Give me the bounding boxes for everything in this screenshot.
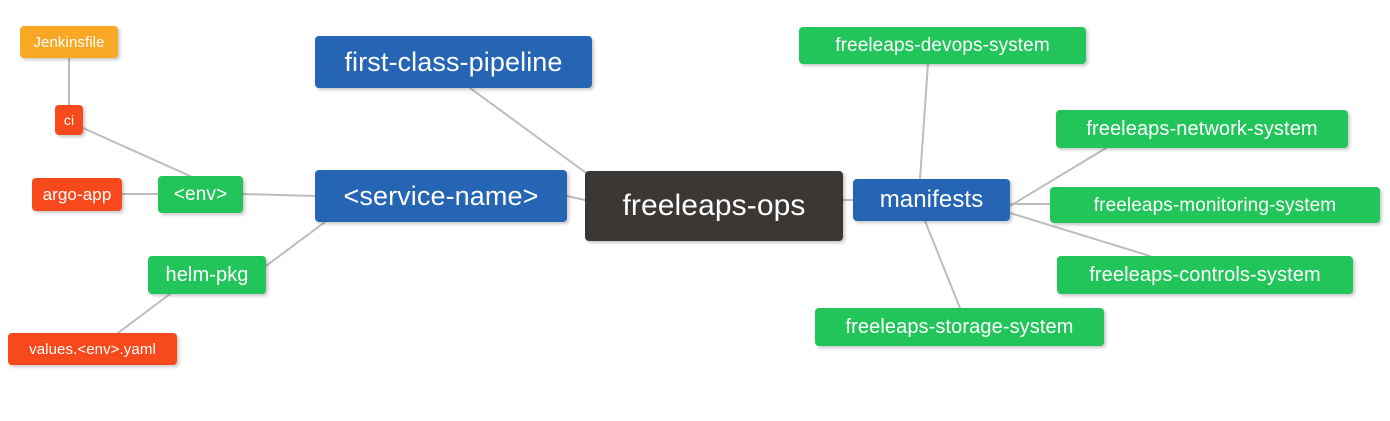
edge-service-to-env — [242, 193, 316, 197]
mindmap-node-network[interactable]: freeleaps-network-system — [1056, 110, 1348, 148]
mindmap-node-root[interactable]: freeleaps-ops — [585, 171, 843, 241]
edge-manifests-to-storage — [924, 220, 961, 309]
mindmap-node-manifests[interactable]: manifests — [853, 179, 1010, 221]
mindmap-node-jenkinsfile[interactable]: Jenkinsfile — [20, 26, 118, 58]
edge-env-to-ci — [82, 127, 191, 177]
mindmap-node-helm[interactable]: helm-pkg — [148, 256, 266, 294]
mindmap-node-env[interactable]: <env> — [158, 176, 243, 213]
mindmap-node-monitoring[interactable]: freeleaps-monitoring-system — [1050, 187, 1380, 223]
mindmap-node-devops[interactable]: freeleaps-devops-system — [799, 27, 1086, 64]
mindmap-node-controls[interactable]: freeleaps-controls-system — [1057, 256, 1353, 294]
mindmap-node-service[interactable]: <service-name> — [315, 170, 567, 222]
edge-service-to-helm — [265, 221, 326, 267]
mindmap-node-argo[interactable]: argo-app — [32, 178, 122, 211]
mindmap-node-storage[interactable]: freeleaps-storage-system — [815, 308, 1104, 346]
edge-helm-to-values — [117, 293, 171, 334]
mindmap-node-pipeline[interactable]: first-class-pipeline — [315, 36, 592, 88]
mindmap-node-values[interactable]: values.<env>.yaml — [8, 333, 177, 365]
edge-root-to-service — [566, 195, 586, 201]
edge-manifests-to-devops — [919, 62, 929, 180]
edge-root-to-pipeline — [469, 87, 594, 179]
mindmap-node-ci[interactable]: ci — [55, 105, 83, 135]
